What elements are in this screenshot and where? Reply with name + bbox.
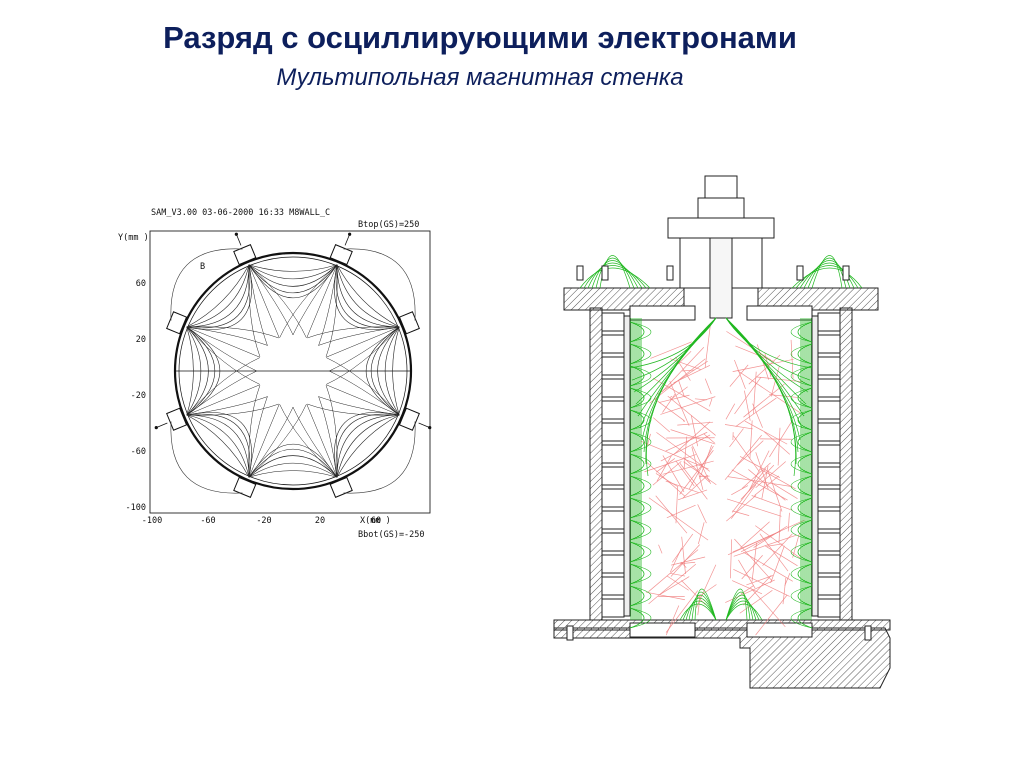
magnet-cell-right [817, 598, 841, 618]
magnet-cell-right [817, 466, 841, 486]
x-axis-label: X(mm ) [360, 516, 391, 526]
magnet-cell-right [817, 334, 841, 354]
y-tick-labels: 60 20 -20 -60 -100 [126, 279, 146, 513]
magnet-cell-left [601, 444, 625, 464]
magnet-cell-left [601, 554, 625, 574]
y-tick-label: -20 [131, 391, 146, 401]
magnet-cell-right [817, 576, 841, 596]
magnet-cell-right [817, 378, 841, 398]
x-tick-labels: -100 -60 -20 20 60 [142, 516, 381, 526]
plot-header-text: SAM_V3.00 03-06-2000 16:33 M8WALL_C [151, 208, 330, 218]
bolt [566, 625, 574, 641]
bolt [796, 265, 804, 281]
magnet-cell-right [817, 554, 841, 574]
base-plate [553, 627, 891, 689]
page-subtitle: Мультипольная магнитная стенка [276, 64, 684, 91]
bolt [601, 265, 609, 281]
magnet-cell-right [817, 510, 841, 530]
central-rod [709, 237, 733, 319]
magnet-cell-right [817, 444, 841, 464]
magnetic-field-plot: SAM_V3.00 03-06-2000 16:33 M8WALL_C Btop… [118, 195, 448, 545]
bolt [864, 625, 872, 641]
magnet-cell-right [817, 488, 841, 508]
liner-left [623, 315, 631, 617]
device-drawing [553, 175, 891, 689]
magnet-cell-left [601, 334, 625, 354]
top-electrode-body [697, 197, 745, 219]
outer-wall-right [839, 307, 853, 621]
magnet-cell-left [601, 378, 625, 398]
magnet-cell-right [817, 400, 841, 420]
x-tick-label: -60 [200, 516, 215, 526]
bottom-ring-left [629, 622, 696, 638]
y-axis-label: Y(mm ) [118, 233, 149, 243]
field-lines [154, 232, 432, 498]
y-tick-label: 60 [136, 279, 146, 289]
x-tick-label: 60 [371, 516, 381, 526]
top-flange-right [757, 287, 879, 311]
magnet-block [166, 407, 188, 431]
bolt [666, 265, 674, 281]
bottom-ring-right [746, 622, 813, 638]
magnet-block [329, 476, 353, 498]
magnet-block [329, 244, 353, 266]
top-electrode-cap [704, 175, 738, 199]
b-label: B [200, 262, 205, 272]
magnet-cell-left [601, 576, 625, 596]
plot-frame [149, 230, 431, 514]
magnet-cell-right [817, 356, 841, 376]
magnet-block [233, 244, 257, 266]
y-tick-label: 20 [136, 335, 146, 345]
magnet-cell-left [601, 312, 625, 332]
magnet-block [398, 407, 420, 431]
top-ring-left [629, 305, 696, 321]
top-ring-right [746, 305, 813, 321]
magnet-cell-left [601, 422, 625, 442]
magnet-cell-left [601, 356, 625, 376]
magnet-cell-left [601, 466, 625, 486]
x-tick-label: 20 [315, 516, 325, 526]
bbot-label: Bbot(GS)=-250 [358, 530, 425, 540]
magnet-cell-left [601, 532, 625, 552]
base-flange [553, 619, 891, 631]
x-tick-label: -100 [142, 516, 162, 526]
magnet-cell-left [601, 598, 625, 618]
bolt [576, 265, 584, 281]
field-plot-svg: SAM_V3.00 03-06-2000 16:33 M8WALL_C Btop… [118, 208, 432, 540]
magnet-block [166, 311, 188, 335]
electron-traces [640, 324, 805, 636]
device-cross-section [550, 168, 892, 690]
magnet-cell-left [601, 488, 625, 508]
magnet-block [398, 311, 420, 335]
bolt [842, 265, 850, 281]
liner-right [811, 315, 819, 617]
device-svg [553, 175, 891, 689]
x-tick-label: -20 [256, 516, 271, 526]
field-lines-green [579, 255, 863, 629]
page-title: Разряд с осциллирующими электронами [163, 20, 797, 55]
y-tick-label: -100 [126, 503, 146, 513]
y-tick-label: -60 [131, 447, 146, 457]
top-electrode-flange [667, 217, 775, 239]
magnet-cell-left [601, 510, 625, 530]
top-flange-left [563, 287, 685, 311]
outer-wall-left [589, 307, 603, 621]
magnet-cell-right [817, 422, 841, 442]
magnet-block [233, 476, 257, 498]
magnet-cell-right [817, 532, 841, 552]
btop-label: Btop(GS)=250 [358, 220, 419, 230]
magnet-cell-right [817, 312, 841, 332]
magnet-cell-left [601, 400, 625, 420]
